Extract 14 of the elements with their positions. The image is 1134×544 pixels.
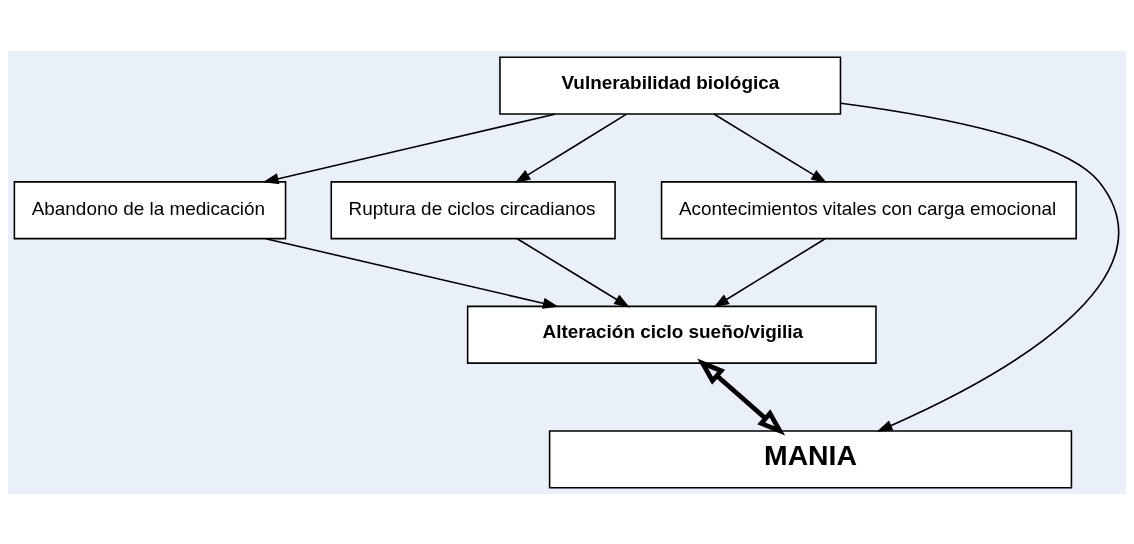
arrow (516, 237, 630, 308)
arrow (697, 358, 786, 436)
node-box: Abandono de la medicación (13, 180, 287, 239)
arrow (713, 112, 827, 183)
node-box: Ruptura de ciclos circadianos (330, 180, 616, 239)
node-box: Vulnerabilidad biológica (499, 56, 842, 115)
arrow (713, 237, 826, 308)
node-box: Acontecimientos vitales con carga emocional (660, 180, 1077, 239)
arrow (262, 112, 556, 184)
node-box: MANIA (548, 429, 1073, 488)
node-box: Alteración ciclo sueño/vigilia (466, 305, 877, 364)
arrow (840, 101, 1120, 432)
arrow (514, 112, 628, 183)
arrow (265, 237, 559, 309)
